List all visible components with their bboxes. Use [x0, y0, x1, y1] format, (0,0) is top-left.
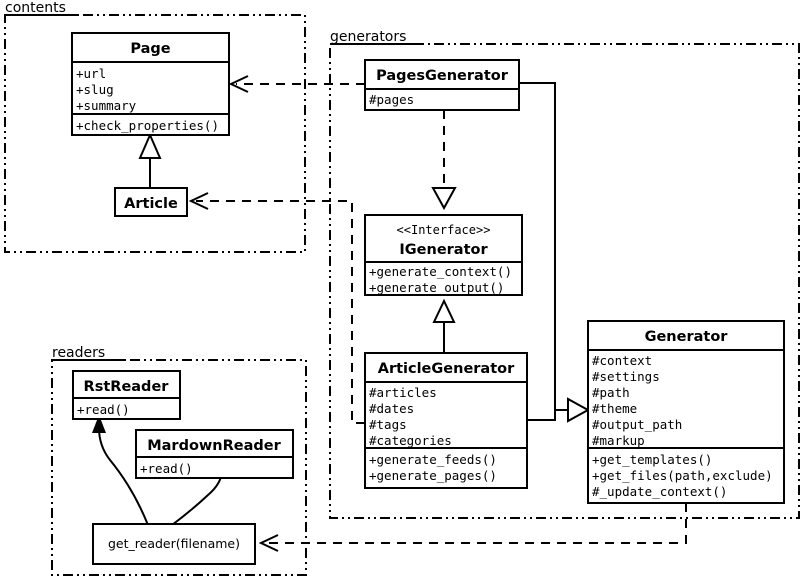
class-title-page: Page: [130, 41, 170, 57]
class-attribute-generator-3: #theme: [592, 401, 637, 416]
class-method-generator-0: +get_templates(): [592, 452, 712, 467]
class-attribute-article-generator-1: #dates: [369, 401, 414, 416]
class-title-pages-generator: PagesGenerator: [376, 68, 509, 84]
package-border-generators: [329, 43, 800, 519]
class-attribute-article-generator-3: #categories: [369, 433, 452, 448]
class-box-article[interactable]: [114, 187, 188, 217]
class-stereotype-igenerator: <<Interface>>: [397, 223, 491, 237]
class-box-page[interactable]: [71, 32, 230, 136]
edge-pagesgenerator-uses-page: [228, 75, 365, 93]
class-method-generator-2: #_update_context(): [592, 484, 727, 499]
class-box-mardown-reader[interactable]: [135, 429, 294, 479]
edge-get-reader-creates-rstreader: [92, 415, 149, 526]
class-attribute-pages-generator-0: #pages: [369, 92, 414, 107]
class-method-page-0: +check_properties(): [76, 118, 219, 133]
edge-articlegenerator-inherits-generator: [527, 397, 591, 423]
class-attribute-generator-0: #context: [592, 353, 652, 368]
class-title-article: Article: [124, 196, 178, 212]
class-attribute-generator-4: #output_path: [592, 417, 682, 432]
package-border-contents: [4, 14, 306, 253]
package-label-readers: readers: [52, 345, 105, 361]
class-method-generator-1: +get_files(path,exclude): [592, 468, 773, 483]
class-attribute-page-0: +url: [76, 66, 106, 81]
function-label-get-reader: get_reader(filename): [108, 536, 240, 551]
class-method-article-generator-0: +generate_feeds(): [369, 452, 497, 467]
package-label-generators: generators: [330, 29, 406, 45]
class-attribute-generator-5: #markup: [592, 433, 645, 448]
class-attribute-generator-1: #settings: [592, 369, 660, 384]
class-method-rst-reader-0: +read(): [77, 402, 130, 417]
class-box-igenerator[interactable]: [364, 214, 523, 296]
class-box-article-generator[interactable]: [364, 352, 528, 489]
class-box-rst-reader[interactable]: [72, 370, 181, 420]
edge-pagesgenerator-realizes-igenerator: [431, 110, 457, 211]
class-box-pages-generator[interactable]: [364, 59, 520, 111]
edge-pagesgenerator-inherits-generator: [519, 82, 571, 411]
edge-generator-uses-get-reader: [258, 503, 687, 552]
class-title-mardown-reader: MardownReader: [147, 438, 281, 454]
class-title-article-generator: ArticleGenerator: [378, 361, 515, 377]
class-method-igenerator-1: +generate_output(): [369, 280, 504, 295]
edge-article-inherits-page: [138, 132, 162, 192]
class-title-rst-reader: RstReader: [84, 379, 170, 395]
edge-articlegenerator-inherits-igenerator: [432, 298, 456, 353]
class-method-article-generator-1: +generate_pages(): [369, 468, 497, 483]
class-attribute-article-generator-0: #articles: [369, 385, 437, 400]
edge-articlegenerator-uses-article: [188, 192, 365, 424]
class-box-generator[interactable]: [587, 320, 785, 504]
package-label-contents: contents: [5, 0, 66, 16]
function-box-get-reader[interactable]: [92, 523, 256, 565]
class-attribute-article-generator-2: #tags: [369, 417, 407, 432]
class-title-igenerator: IGenerator: [399, 242, 488, 258]
class-method-igenerator-0: +generate_context(): [369, 264, 512, 279]
class-attribute-generator-2: #path: [592, 385, 630, 400]
class-attribute-page-2: +summary: [76, 98, 137, 113]
class-method-mardown-reader-0: +read(): [140, 461, 193, 476]
class-attribute-page-1: +slug: [76, 82, 114, 97]
class-title-generator: Generator: [645, 329, 729, 345]
